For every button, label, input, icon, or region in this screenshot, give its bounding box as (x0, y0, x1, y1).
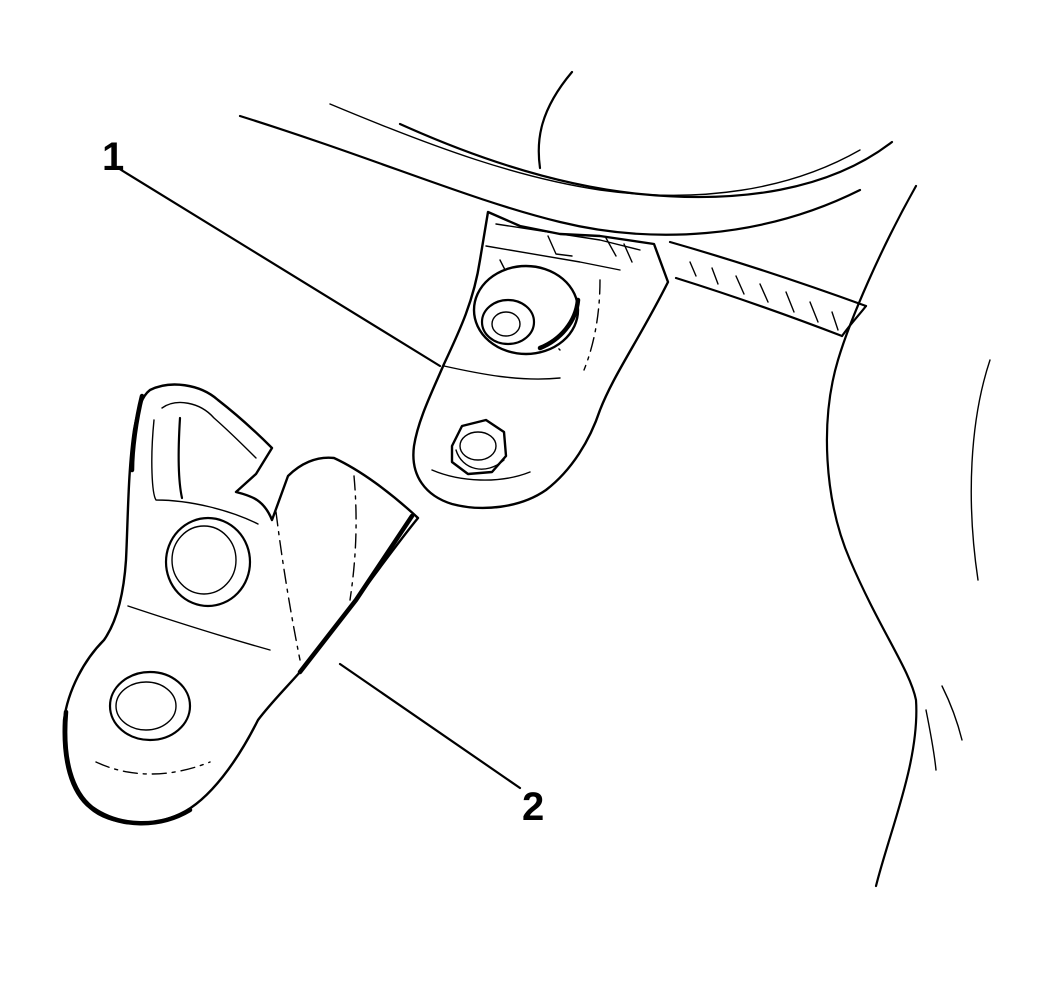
leader-line-2 (338, 662, 522, 790)
callout-1: 1 (102, 135, 124, 179)
callout-2: 2 (522, 785, 544, 829)
pivot-sleeve (472, 264, 581, 356)
vehicle-structure (238, 70, 991, 888)
lower-cover (62, 383, 420, 826)
leader-line-1 (116, 166, 442, 368)
bolt-head (450, 418, 508, 476)
upper-bracket (412, 210, 670, 510)
